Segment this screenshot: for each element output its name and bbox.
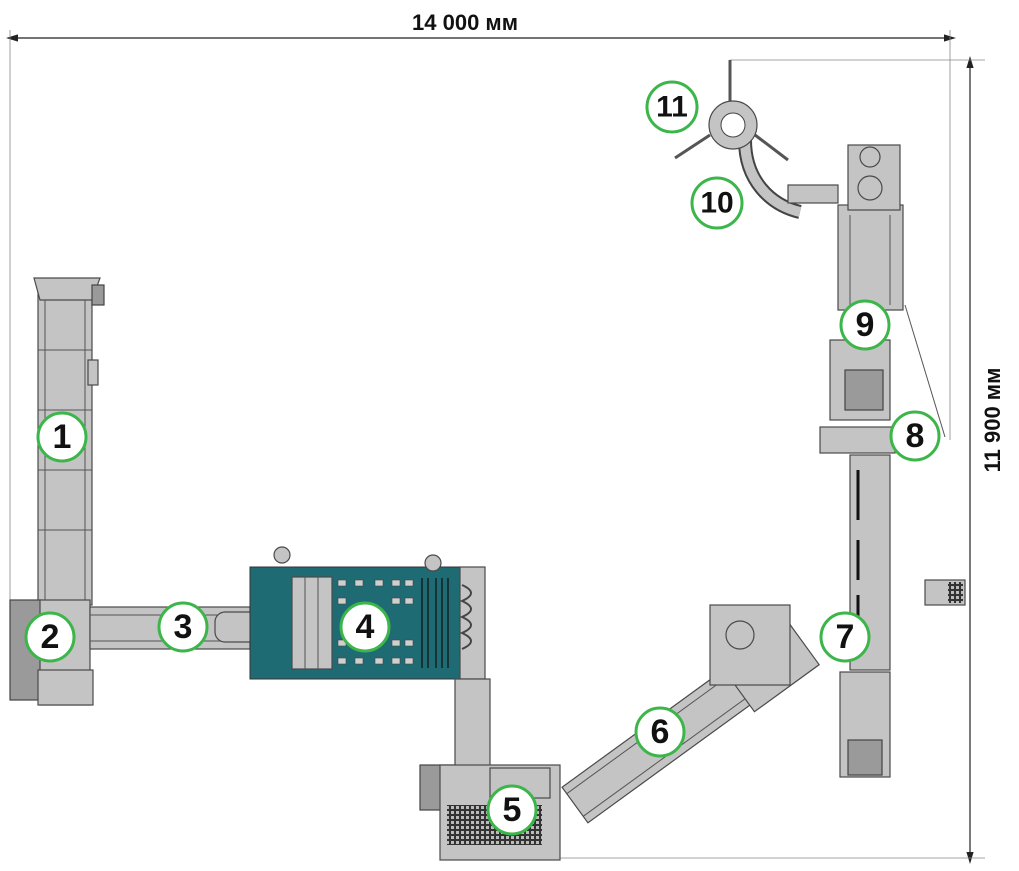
- width-dimension: 14 000 мм: [6, 10, 956, 600]
- badge-10: 10: [690, 176, 744, 230]
- badge-3: 3: [157, 601, 209, 653]
- badge-1: 1: [36, 411, 88, 463]
- badge-label: 1: [53, 418, 72, 456]
- chute: [454, 678, 491, 770]
- height-dimension: 11 900 мм: [560, 56, 1005, 864]
- badge-label: 9: [856, 306, 875, 344]
- badge-label: 5: [503, 791, 522, 829]
- badge-7: 7: [819, 611, 871, 663]
- badge-label: 10: [700, 187, 733, 220]
- badge-label: 3: [174, 608, 193, 646]
- unit-9: [829, 339, 891, 421]
- width-label: 14 000 мм: [412, 10, 518, 35]
- unit-8: [819, 426, 896, 454]
- badge-2: 2: [24, 611, 76, 663]
- badge-label: 6: [651, 713, 670, 751]
- top-unit: [837, 144, 946, 438]
- badge-label: 8: [906, 417, 925, 455]
- badges: 1 2 3 4 5 6 7 8 9 10 11: [24, 80, 941, 836]
- badge-label: 2: [41, 618, 60, 656]
- badge-9: 9: [839, 299, 891, 351]
- badge-6: 6: [634, 706, 686, 758]
- badge-4: 4: [339, 601, 391, 653]
- badge-11: 11: [645, 80, 699, 134]
- cyclone-11: [674, 60, 789, 162]
- badge-label: 11: [656, 91, 688, 124]
- small-cabinet: [924, 579, 966, 606]
- height-label: 11 900 мм: [980, 368, 1005, 473]
- pipe-10: [738, 139, 839, 219]
- unit-7: [709, 604, 891, 778]
- badge-5: 5: [486, 784, 538, 836]
- badge-label: 7: [836, 618, 855, 656]
- badge-8: 8: [889, 410, 941, 462]
- badge-label: 4: [356, 608, 375, 646]
